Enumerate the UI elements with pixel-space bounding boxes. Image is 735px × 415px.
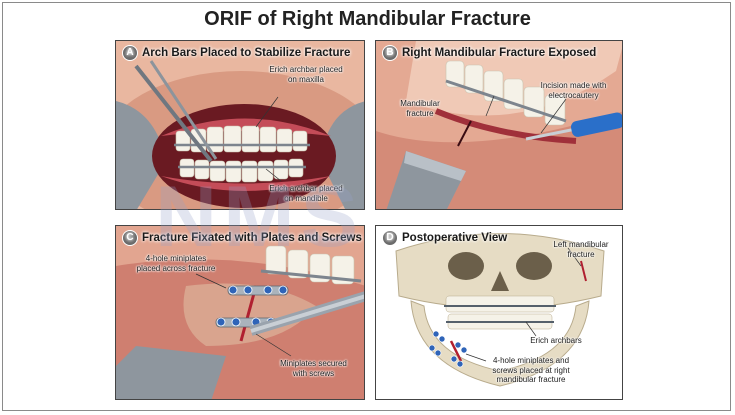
panel-b-title-text: Right Mandibular Fracture Exposed (402, 47, 597, 59)
panel-d-title-text: Postoperative View (402, 232, 508, 244)
label-archbar-mandible: Erich archbar placed on mandible (269, 184, 343, 203)
label-incision: Incision made with electrocautery (540, 81, 607, 100)
panel-c-title: C Fracture Fixated with Plates and Screw… (122, 230, 362, 246)
panel-d-illustration (376, 226, 622, 399)
label-mandibular-fracture: Mandibular fracture (400, 99, 440, 118)
panel-a-badge: A (122, 45, 138, 61)
label-screws: Miniplates secured with screws (280, 359, 347, 378)
label-left-mandibular-fracture: Left mandibular fracture (553, 240, 609, 259)
panel-c-title-text: Fracture Fixated with Plates and Screws (142, 232, 362, 244)
panel-d: D Postoperative View Left mandibular fra… (375, 225, 623, 400)
panel-a-title: A Arch Bars Placed to Stabilize Fracture (122, 45, 350, 61)
label-erich-archbars: Erich archbars (530, 336, 582, 345)
panel-b-badge: B (382, 45, 398, 61)
panel-b: B Right Mandibular Fracture Exposed Mand… (375, 40, 623, 210)
panel-b-illustration (376, 41, 622, 209)
label-plates-screws: 4-hole miniplates and screws placed at r… (492, 356, 570, 384)
panel-a-illustration (116, 41, 364, 209)
panel-c-badge: C (122, 230, 138, 246)
panel-c-illustration (116, 226, 364, 399)
panel-b-title: B Right Mandibular Fracture Exposed (382, 45, 596, 61)
label-miniplates: 4-hole miniplates placed across fracture (136, 254, 216, 273)
figure-frame (2, 2, 731, 411)
panel-c: C Fracture Fixated with Plates and Screw… (115, 225, 365, 400)
panel-d-badge: D (382, 230, 398, 246)
panel-d-title: D Postoperative View (382, 230, 507, 246)
figure-title: ORIF of Right Mandibular Fracture (204, 8, 531, 30)
panel-a: A Arch Bars Placed to Stabilize Fracture… (115, 40, 365, 210)
label-archbar-maxilla: Erich archbar placed on maxilla (269, 65, 343, 84)
panel-a-title-text: Arch Bars Placed to Stabilize Fracture (142, 47, 351, 59)
